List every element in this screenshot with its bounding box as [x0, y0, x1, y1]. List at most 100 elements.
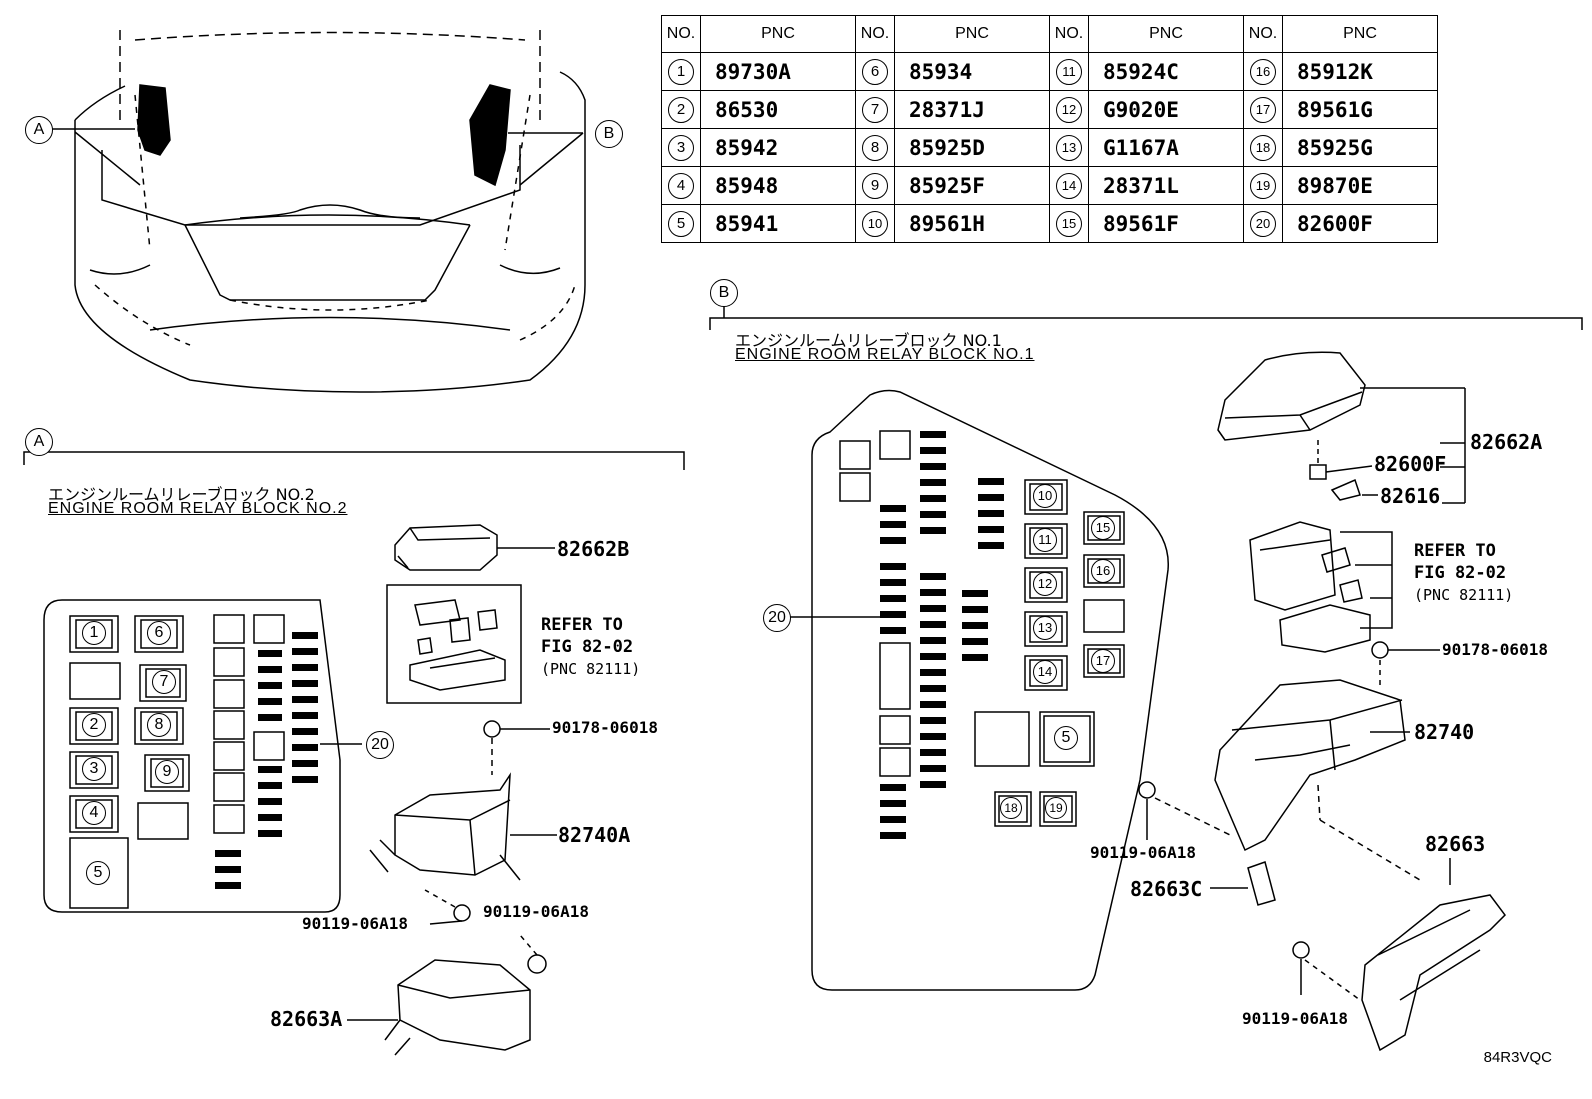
part-label-clip-b[interactable]: 90178-06018 [1442, 640, 1548, 659]
minifuse [920, 589, 946, 596]
part-label-bolt-a1[interactable]: 90119-06A18 [302, 914, 408, 933]
box-a-num: 7 [152, 670, 176, 694]
refer-line-3: (PNC 82111) [1414, 586, 1514, 604]
part-label-82740a[interactable]: 82740A [558, 823, 631, 847]
minifuse [920, 605, 946, 612]
fuse-box-a-minifuses [215, 632, 318, 889]
minifuse [920, 463, 946, 470]
part-label-82740[interactable]: 82740 [1414, 720, 1475, 744]
minifuse [920, 781, 946, 788]
table-header-row: NO. PNC NO. PNC NO. PNC NO. PNC [661, 15, 1438, 53]
table-cell-no: 20 [1243, 204, 1283, 243]
index-circle: 14 [1056, 172, 1082, 199]
section-b-title-jp: エンジンルームリレーブロック NO.1 [735, 331, 1002, 350]
minifuse [880, 627, 906, 634]
part-label-82663[interactable]: 82663 [1425, 832, 1486, 856]
minifuse [920, 573, 946, 580]
bracket-c-drawing [1247, 861, 1276, 906]
box-a-num: 8 [147, 713, 171, 737]
table-cell-pnc[interactable]: 28371J [894, 90, 1050, 129]
table-cell-pnc[interactable]: 89870E [1282, 166, 1438, 205]
table-cell-pnc[interactable]: 85942 [700, 128, 856, 167]
fuse-box-a-slots [69, 614, 285, 909]
minifuse [978, 542, 1004, 549]
table-cell-no: 14 [1049, 166, 1089, 205]
index-circle: 19 [1250, 172, 1276, 199]
minifuse [978, 494, 1004, 501]
table-cell-pnc[interactable]: 28371L [1088, 166, 1244, 205]
index-circle: 2 [668, 96, 694, 123]
table-cell-pnc[interactable]: 85925F [894, 166, 1050, 205]
minifuse [978, 526, 1004, 533]
index-circle: 3 [668, 134, 694, 161]
part-label-82663a[interactable]: 82663A [270, 1007, 343, 1031]
table-cell-pnc[interactable]: 85925G [1282, 128, 1438, 167]
table-cell-no: 19 [1243, 166, 1283, 205]
header-pnc: PNC [700, 15, 856, 53]
relay-block-a-drawing [369, 772, 521, 881]
fuse-drawing [1309, 464, 1327, 480]
part-label-bolt-b1[interactable]: 90119-06A18 [1090, 843, 1196, 862]
box-b-num: 17 [1091, 649, 1115, 673]
bolt-a1-drawing [453, 904, 471, 922]
part-label-clip-a[interactable]: 90178-06018 [552, 718, 658, 737]
refer-line-2: FIG 82-02 [541, 637, 634, 657]
section-b-title-en: ENGINE ROOM RELAY BLOCK NO.1 [735, 346, 1035, 363]
table-cell-no: 9 [855, 166, 895, 205]
minifuse [880, 521, 906, 528]
table-cell-no: 6 [855, 52, 895, 91]
index-circle: 11 [1056, 58, 1082, 85]
box-b-num: 14 [1033, 660, 1057, 684]
minifuse [920, 479, 946, 486]
index-circle: 18 [1250, 134, 1276, 161]
table-cell-pnc[interactable]: 85948 [700, 166, 856, 205]
minifuse [880, 816, 906, 823]
table-cell-pnc[interactable]: 85924C [1088, 52, 1244, 91]
relay-parts-a-drawing [409, 599, 506, 691]
part-label-82600f[interactable]: 82600F [1374, 452, 1447, 476]
table-cell-pnc[interactable]: G1167A [1088, 128, 1244, 167]
index-circle: 1 [668, 58, 694, 85]
index-circle: 7 [862, 96, 888, 123]
index-circle: 12 [1056, 96, 1082, 123]
box-b-callout-20: 20 [763, 604, 791, 632]
relay-cover-a-drawing [394, 524, 498, 571]
box-b-num: 11 [1033, 528, 1057, 552]
table-cell-pnc[interactable]: 85941 [700, 204, 856, 243]
bolt-b2-drawing [1292, 941, 1310, 959]
table-cell-pnc[interactable]: 89730A [700, 52, 856, 91]
part-label-82662a[interactable]: 82662A [1470, 430, 1543, 454]
table-cell-pnc[interactable]: 85925D [894, 128, 1050, 167]
index-circle: 6 [862, 58, 888, 85]
minifuse [920, 717, 946, 724]
part-label-82663c[interactable]: 82663C [1130, 877, 1203, 901]
box-a-num: 2 [82, 713, 106, 737]
part-label-bolt-b2[interactable]: 90119-06A18 [1242, 1009, 1348, 1028]
table-cell-pnc[interactable]: 89561H [894, 204, 1050, 243]
minifuse [920, 749, 946, 756]
table-cell-pnc[interactable]: 89561G [1282, 90, 1438, 129]
box-a-callout-20: 20 [366, 731, 394, 759]
bolt-b1-drawing [1138, 781, 1156, 799]
part-label-bolt-a2[interactable]: 90119-06A18 [483, 902, 589, 921]
clip-b-drawing [1371, 641, 1389, 659]
callout-a-section: A [25, 428, 53, 456]
minifuse [880, 832, 906, 839]
callout-b-top: B [595, 120, 623, 148]
section-a-title-jp: エンジンルームリレーブロック NO.2 [48, 485, 315, 504]
bracket-a-drawing [384, 959, 531, 1056]
table-cell-pnc[interactable]: 89561F [1088, 204, 1244, 243]
box-a-num: 9 [155, 760, 179, 784]
part-label-82616[interactable]: 82616 [1380, 484, 1441, 508]
minifuse [920, 653, 946, 660]
bracket-b-drawing [1361, 894, 1506, 1052]
relay-cover-b-drawing [1217, 351, 1366, 441]
table-cell-pnc[interactable]: 82600F [1282, 204, 1438, 243]
part-label-82662b[interactable]: 82662B [557, 537, 630, 561]
index-circle: 9 [862, 172, 888, 199]
fuse-box-a-outline [43, 599, 341, 913]
